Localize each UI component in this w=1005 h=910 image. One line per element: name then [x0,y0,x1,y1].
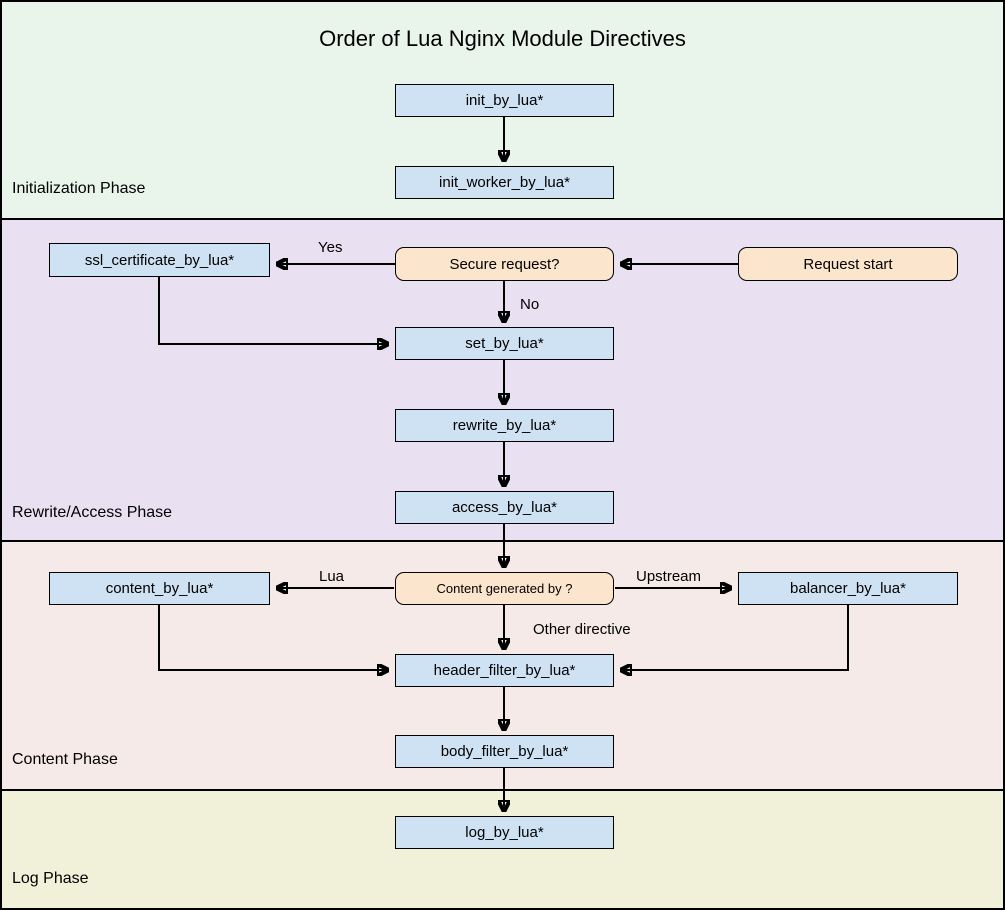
node-set-by-lua: set_by_lua* [395,327,614,360]
node-access-by-lua: access_by_lua* [395,491,614,524]
node-balancer-by-lua: balancer_by_lua* [738,572,958,605]
phase-label-initialization: Initialization Phase [12,180,146,197]
arrow-content-to-header-filter [158,605,387,670]
node-rewrite-by-lua: rewrite_by_lua* [395,409,614,442]
edge-label-yes: Yes [318,239,343,256]
node-init-by-lua: init_by_lua* [395,84,614,117]
arrow-ssl-certificate-to-set [158,276,387,344]
node-init-worker-by-lua: init_worker_by_lua* [395,166,614,199]
phase-label-rewrite-access: Rewrite/Access Phase [12,504,173,521]
node-request-start: Request start [738,247,958,281]
node-secure-request: Secure request? [395,247,614,281]
edge-label-upstream: Upstream [636,568,702,585]
node-ssl-certificate-by-lua: ssl_certificate_by_lua* [49,243,270,277]
diagram-title: Order of Lua Nginx Module Directives [319,26,686,51]
node-content-by-lua: content_by_lua* [49,572,270,605]
phase-label-log: Log Phase [12,870,89,887]
node-log-by-lua: log_by_lua* [395,816,614,849]
edge-label-lua: Lua [319,568,345,585]
node-body-filter-by-lua: body_filter_by_lua* [395,735,614,768]
arrow-balancer-to-header-filter [622,605,849,670]
edge-label-other-directive: Other directive [533,621,631,638]
phase-label-content: Content Phase [12,751,118,768]
node-content-generated-by: Content generated by ? [395,572,614,605]
node-header-filter-by-lua: header_filter_by_lua* [395,654,614,687]
edge-label-no: No [520,296,540,313]
